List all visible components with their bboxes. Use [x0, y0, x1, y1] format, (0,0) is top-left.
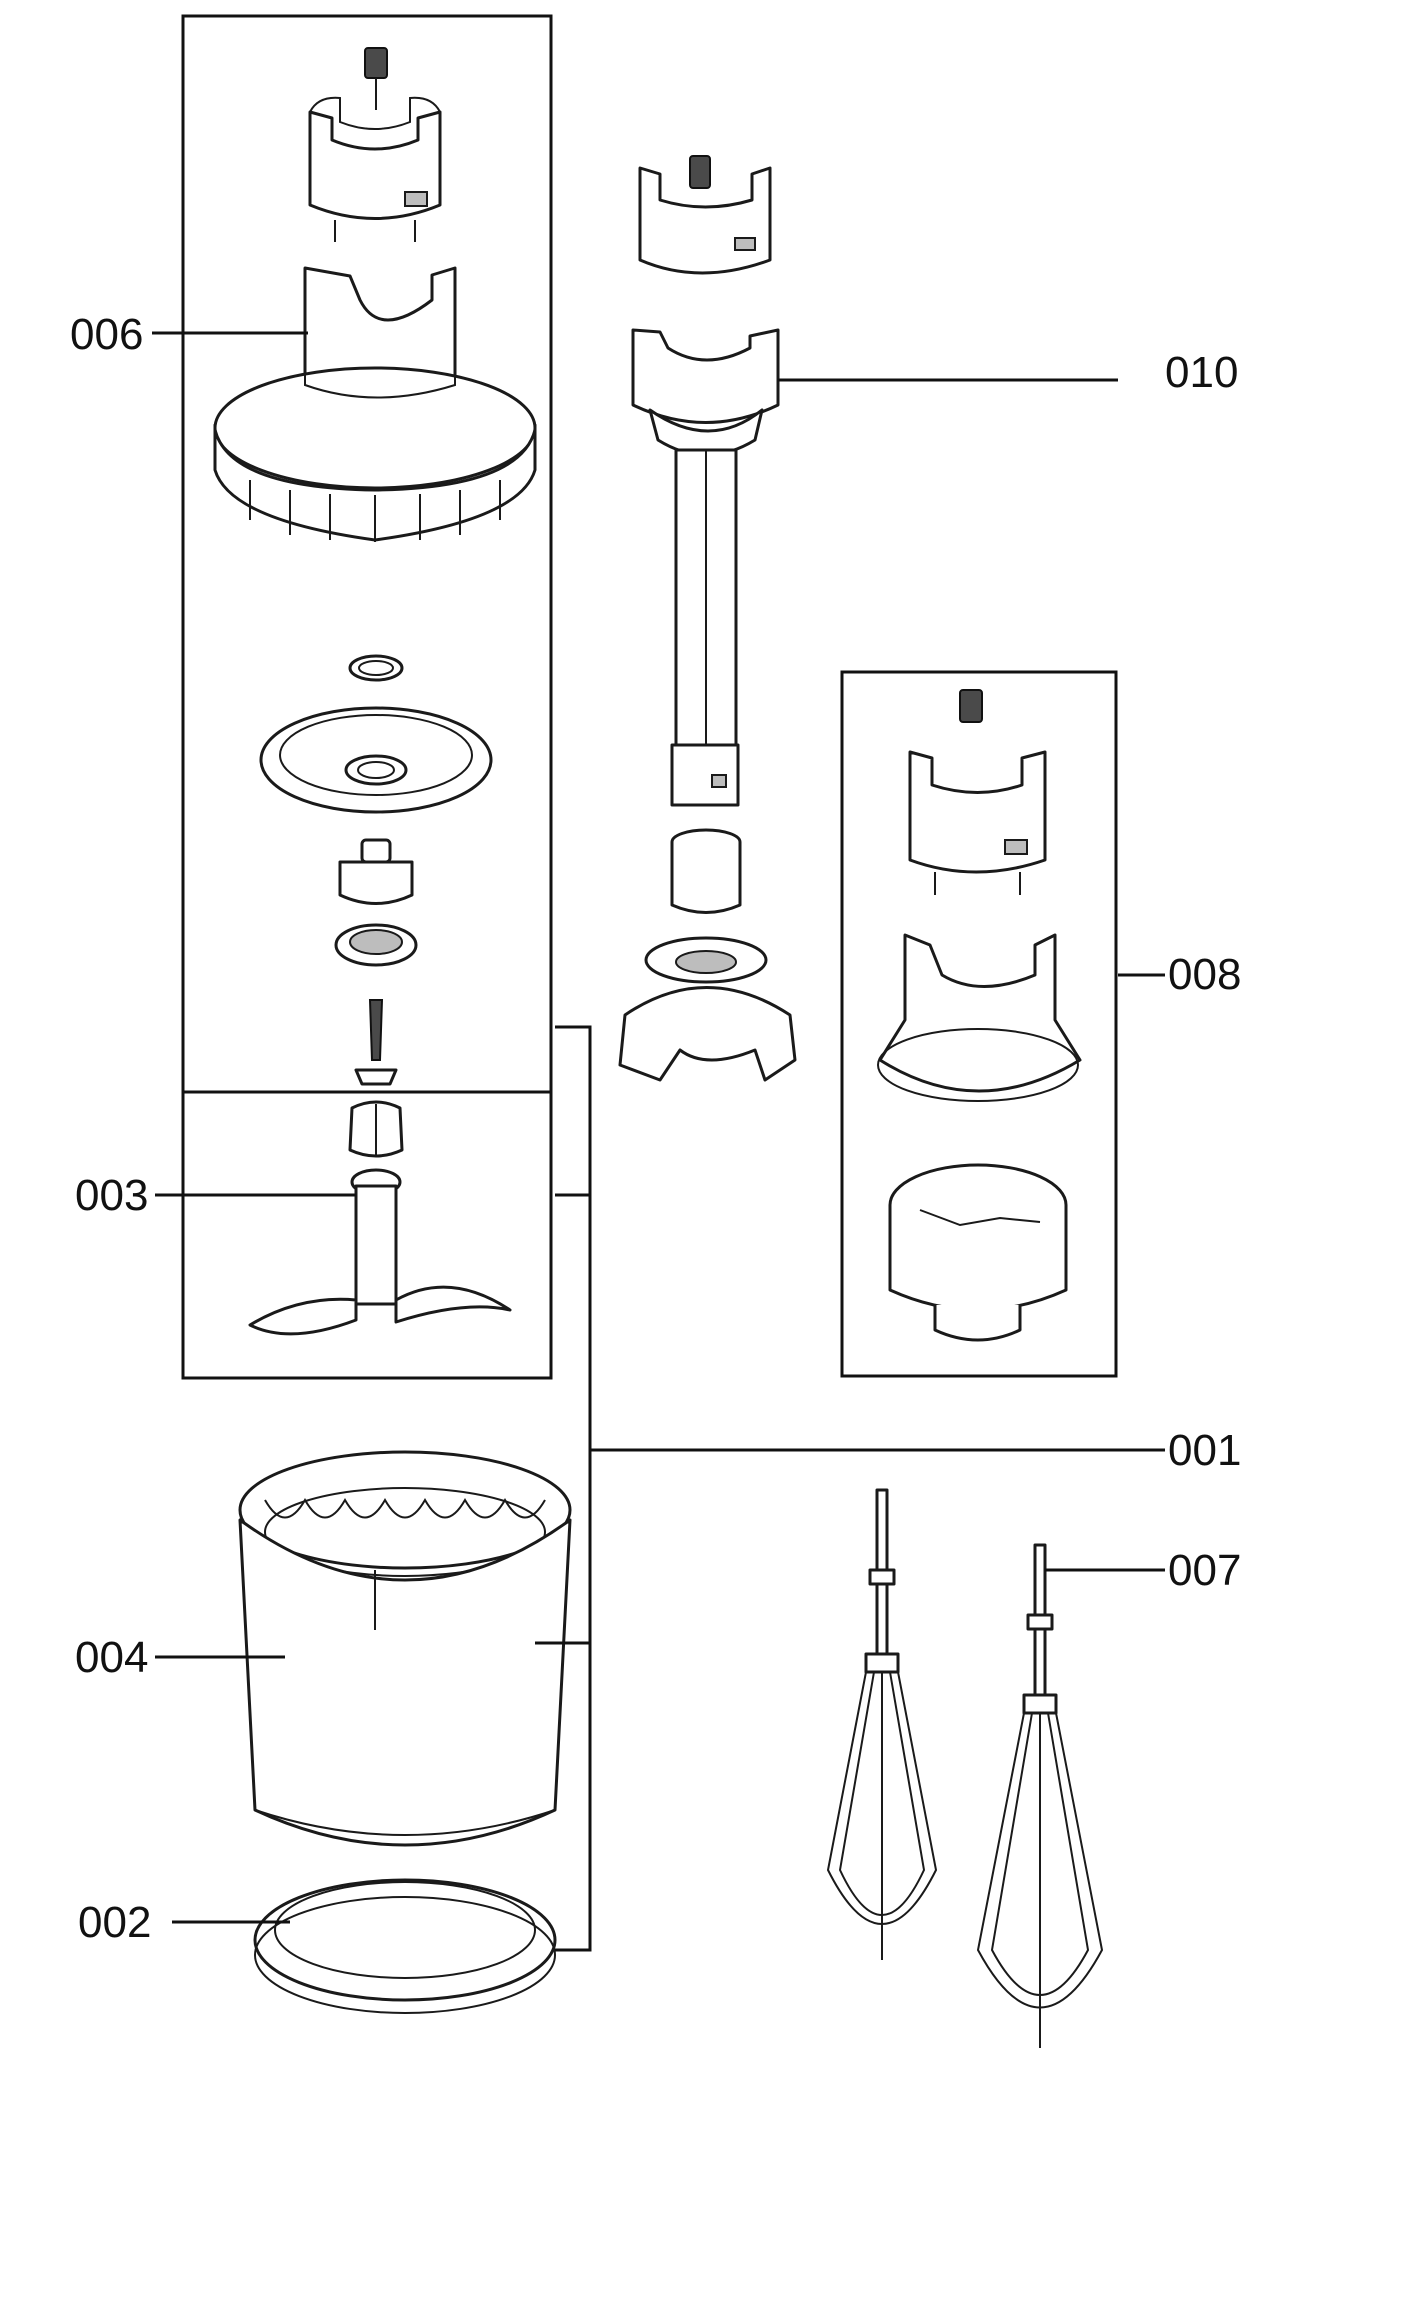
callout-010: 010: [1165, 348, 1238, 397]
sealing-ring-small: [348, 654, 404, 682]
frame-003: [181, 1090, 553, 1380]
callout-001: 001: [1168, 1426, 1241, 1475]
blender-stick-part: [631, 328, 780, 807]
anti-slip-ring-part: [253, 1878, 557, 2014]
whisk-housing-part: [877, 933, 1082, 1102]
whisk-beater-left-part: [826, 1488, 938, 1960]
chopper-lid-part: [213, 266, 537, 542]
bracket-001: [535, 1025, 592, 1952]
whisk-gearbox-part: [888, 1163, 1068, 1342]
chopper-bowl-part: [238, 1450, 572, 1847]
callout-004: 004: [75, 1633, 148, 1682]
gear-bushing-part: [334, 838, 418, 967]
callout-002: 002: [78, 1898, 151, 1947]
callout-007: 007: [1168, 1546, 1241, 1595]
callout-008: 008: [1168, 950, 1241, 999]
blade-cap-part: [348, 1100, 404, 1158]
callout-003: 003: [75, 1171, 148, 1220]
callout-006: 006: [70, 310, 143, 359]
lid-disc-part: [259, 706, 493, 814]
chopper-coupling-part: [308, 47, 442, 242]
frame-008: [840, 670, 1118, 1378]
whisk-coupling-part: [908, 689, 1047, 895]
stick-sleeve-part: [670, 828, 742, 914]
blender-coupling-part: [638, 155, 772, 275]
chopping-blade-part: [248, 1168, 512, 1336]
drive-shaft-part: [354, 999, 398, 1086]
blade-guard-part: [618, 936, 797, 1082]
whisk-beater-right-part: [976, 1543, 1104, 2048]
